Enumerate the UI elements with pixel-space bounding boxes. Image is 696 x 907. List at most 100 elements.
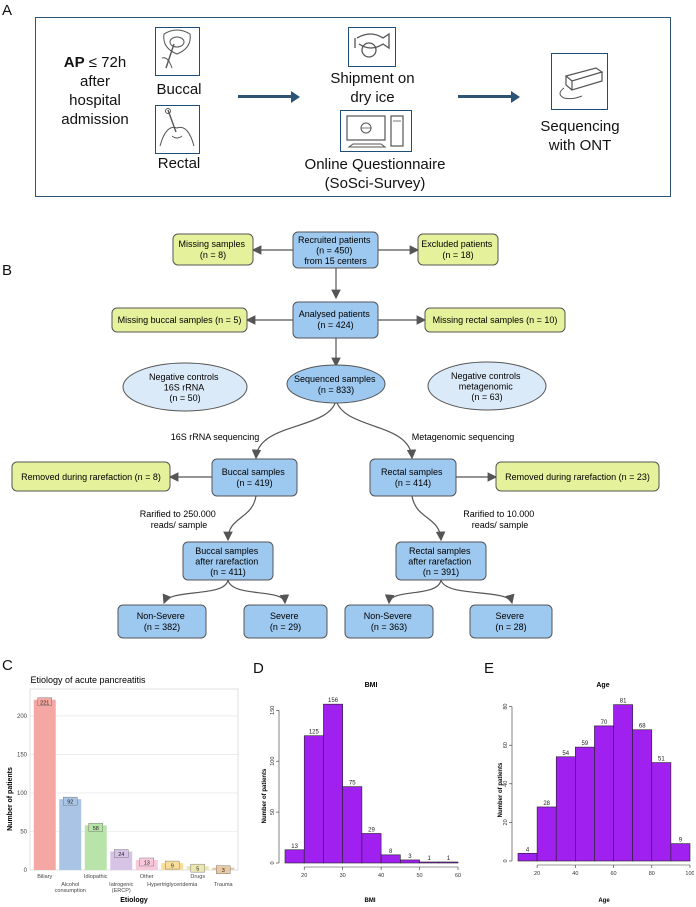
bmi-bar	[342, 786, 363, 864]
bmi-bar	[419, 861, 440, 864]
bmi-count-label: 13	[291, 844, 298, 850]
node-buccal-after-box	[182, 541, 274, 581]
rectal-swab-icon	[155, 105, 200, 154]
node-rectal-nonsevere: Non-Severe (n = 363)	[344, 604, 434, 639]
seq-line1: Sequencing	[540, 118, 620, 135]
node-rectal-after: Rectal samples after rarefaction (n = 39…	[395, 541, 487, 581]
etiology-xtick-label: (ERCP)	[112, 888, 131, 894]
recruited-line1: Recruited patients	[298, 235, 371, 245]
missing-samples-line1: Missing samples	[178, 239, 245, 249]
edge-rectal-severe	[440, 579, 515, 605]
panel-label-b: B	[2, 262, 13, 279]
rectal-after-line2: after rarefaction	[408, 557, 471, 567]
node-neg-meta: Negative controls metagenomic (n = 63)	[427, 361, 547, 411]
rectal-after-line1: Rectal samples	[409, 546, 471, 556]
age-ytick-label: 60	[503, 742, 509, 748]
bmi-bar	[380, 854, 401, 864]
age-xtick-label: 100	[685, 871, 694, 877]
node-buccal-nonsevere-box	[117, 604, 207, 639]
age-chart-xlabel: Age	[598, 898, 610, 904]
node-neg-meta-shape	[427, 361, 547, 411]
age-xtick-label: 60	[610, 871, 616, 877]
bmi-count-label: 125	[309, 730, 320, 736]
node-buccal-box	[211, 458, 298, 497]
etiology-chart-xlabel: Etiology	[120, 897, 148, 904]
node-missing-samples: Missing samples (n = 8)	[172, 233, 254, 266]
excluded-line2: (n = 18)	[442, 250, 473, 260]
bmi-count-label: 156	[328, 698, 339, 704]
bmi-count-label: 1	[427, 856, 431, 862]
etiology-chart-axes: 050100150200BiliaryAlcoholconsumptionIdi…	[17, 714, 234, 894]
nanopore-sequencer-icon	[551, 53, 608, 110]
neg-16s-line1: Negative controls	[149, 372, 219, 382]
node-rectal-after-text: Rectal samples after rarefaction (n = 39…	[408, 546, 474, 577]
node-buccal-nonsevere: Non-Severe (n = 382)	[117, 604, 207, 639]
etiology-value-label: 221	[40, 700, 49, 706]
analysed-line2: (n = 424)	[317, 320, 353, 330]
node-missing-samples-box	[172, 233, 254, 266]
age-ytick-label: 40	[503, 781, 509, 787]
bmi-count-label: 3	[408, 854, 412, 860]
age-count-label: 59	[582, 741, 589, 747]
rarefied-left-text: Rarified to 250.000 reads/ sample	[140, 509, 219, 530]
panel-label-c: C	[2, 657, 13, 674]
node-excluded-text: Excluded patients (n = 18)	[421, 239, 495, 260]
bmi-count-label: 1	[447, 856, 451, 862]
node-buccal-after-text: Buccal samples after rarefaction (n = 41…	[195, 546, 261, 577]
panel-label-a: A	[2, 2, 13, 19]
node-rectal: Rectal samples (n = 414)	[369, 458, 457, 497]
bmi-bar	[323, 703, 343, 864]
etiology-chart: Etiology of acute pancreatitis Number of…	[7, 675, 239, 904]
rectal-label: Rectal	[157, 155, 201, 172]
recruited-line3: from 15 centers	[304, 256, 367, 266]
etiology-value-label: 24	[118, 852, 124, 858]
r-severe-line2: (n = 28)	[495, 622, 526, 632]
bmi-xtick-label: 50	[416, 873, 422, 879]
bmi-count-label: 29	[368, 827, 375, 833]
removed-right-text: Removed during rarefaction (n = 23)	[505, 472, 650, 482]
node-rectal-severe: Severe (n = 28)	[469, 604, 553, 639]
age-bar	[555, 756, 576, 862]
neg-meta-line2: metagenomic	[459, 382, 514, 392]
age-bar	[575, 746, 595, 862]
bmi-bar	[400, 859, 420, 864]
sequencing-text: Sequencing with ONT	[525, 117, 635, 155]
buccal-line2: (n = 419)	[236, 478, 272, 488]
etiology-xtick-label: Trauma	[214, 882, 234, 888]
node-missing-rectal-box	[424, 307, 566, 333]
neg-meta-line3: (n = 63)	[471, 392, 502, 402]
etiology-xtick-label: Idiopathic	[84, 874, 108, 880]
node-removed-right-box	[495, 461, 660, 492]
missing-buccal-text: Missing buccal samples (n = 5)	[118, 315, 242, 325]
ap-text: AP ≤ 72h after hospital admission	[45, 53, 145, 129]
etiology-xtick-label: Drugs	[190, 874, 205, 880]
edge-sequenced-rectal	[335, 399, 417, 460]
recruited-line2: (n = 450)	[316, 246, 352, 256]
node-missing-rectal: Missing rectal samples (n = 10)	[424, 307, 566, 333]
etiology-xtick-label: Biliary	[37, 874, 52, 880]
node-removed-left: Removed during rarefaction (n = 8)	[11, 461, 171, 492]
node-missing-buccal-box	[111, 307, 248, 333]
rectal-after-line3: (n = 391)	[423, 567, 459, 577]
neg-16s-line2: 16S rRNA	[164, 383, 205, 393]
age-bar	[536, 806, 557, 862]
postal-horn-icon	[348, 27, 396, 67]
buccal-swab-icon	[155, 27, 200, 76]
arrow-to-shipment	[238, 90, 300, 103]
node-neg-16s-shape	[122, 362, 248, 412]
node-neg-16s: Negative controls 16S rRNA (n = 50)	[122, 362, 248, 412]
age-histogram: Age Number of patients Age 4285459708168…	[498, 682, 694, 904]
node-missing-samples-text: Missing samples (n = 8)	[178, 239, 247, 260]
edge-rectal-nonsevere	[384, 579, 442, 605]
node-buccal-severe-text: Severe (n = 29)	[270, 611, 301, 632]
etiology-chart-ylabel: Number of patients	[7, 767, 14, 831]
node-recruited: Recruited patients (n = 450) from 15 cen…	[292, 231, 379, 269]
node-analysed: Analysed patients (n = 424)	[292, 301, 379, 339]
online-line2: (SoSci-Survey)	[324, 175, 426, 192]
etiology-chart-title: Etiology of acute pancreatitis	[30, 675, 146, 685]
b-nonsevere-line2: (n = 382)	[144, 622, 180, 632]
node-rectal-nonsevere-text: Non-Severe (n = 363)	[364, 611, 415, 632]
etiology-value-label: 5	[196, 867, 199, 873]
